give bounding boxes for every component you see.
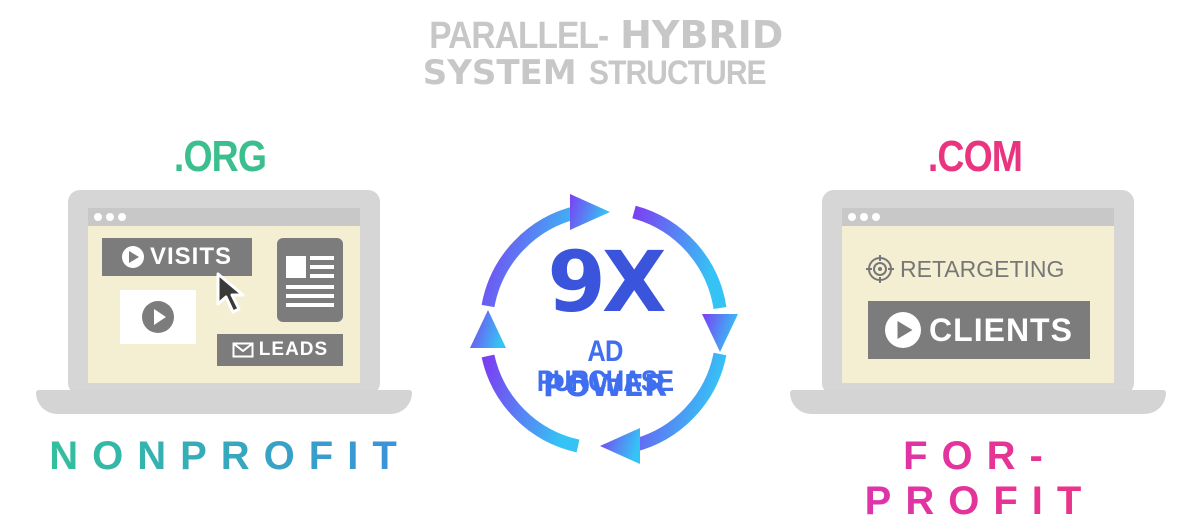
browser-dot	[118, 213, 126, 221]
browser-dot	[872, 213, 880, 221]
org-heading: .ORG	[173, 132, 267, 181]
forprofit-label: FOR-PROFIT	[790, 434, 1170, 524]
browser-bar	[88, 208, 360, 226]
title-line-2: SYSTEM STRUCTURE	[0, 56, 1200, 90]
target-icon	[866, 255, 894, 283]
leads-label: LEADS	[217, 334, 343, 366]
title-line-1: PARALLEL- HYBRID	[0, 16, 1200, 55]
browser-dot	[848, 213, 856, 221]
cycle-line-1: AD PURCHASE	[536, 335, 674, 398]
cycle-arrows-icon	[470, 194, 738, 464]
title-parallel: PARALLEL-	[428, 15, 609, 57]
visits-label: VISITS	[102, 238, 252, 276]
nonprofit-laptop: VISITS LEADS	[36, 190, 412, 418]
forprofit-laptop: RETARGETING CLIENTS	[790, 190, 1166, 418]
browser-bar	[842, 208, 1114, 226]
browser-dot	[106, 213, 114, 221]
mail-icon	[232, 342, 254, 358]
article-icon	[277, 238, 343, 322]
laptop-base	[790, 390, 1166, 414]
title-system: SYSTEM	[422, 53, 577, 93]
play-icon	[121, 246, 144, 268]
cursor-icon	[216, 272, 245, 314]
title-structure: STRUCTURE	[588, 54, 766, 92]
com-heading: .COM	[927, 132, 1023, 181]
browser-dot	[860, 213, 868, 221]
cycle-line-2: POWER	[542, 369, 668, 404]
laptop-base	[36, 390, 412, 414]
retargeting-label: RETARGETING	[866, 254, 1106, 284]
multiplier: 9X	[547, 233, 666, 331]
title-hybrid: HYBRID	[620, 13, 784, 57]
play-icon	[142, 301, 174, 333]
nonprofit-label: NONPROFIT	[30, 434, 430, 479]
browser-dot	[94, 213, 102, 221]
clients-label: CLIENTS	[868, 301, 1090, 359]
video-tile[interactable]	[120, 290, 196, 344]
play-icon	[885, 312, 922, 348]
